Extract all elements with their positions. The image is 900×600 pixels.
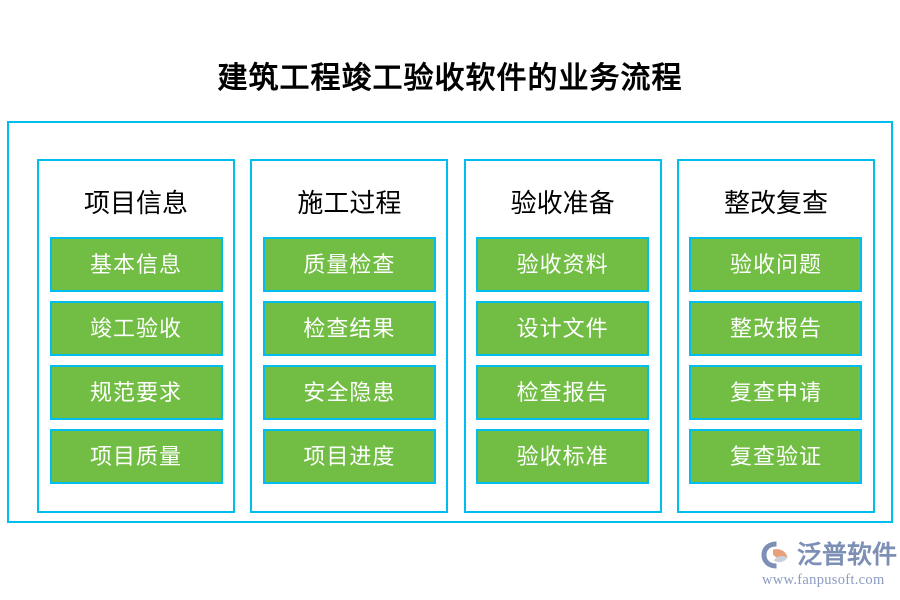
item-box[interactable]: 验收问题 <box>689 237 863 292</box>
item-box[interactable]: 验收标准 <box>476 429 650 484</box>
item-box[interactable]: 复查申请 <box>689 365 863 420</box>
column-items: 验收问题 整改报告 复查申请 复查验证 <box>679 237 873 484</box>
item-box[interactable]: 检查报告 <box>476 365 650 420</box>
page-title: 建筑工程竣工验收软件的业务流程 <box>217 62 683 95</box>
column-acceptance-preparation: 验收准备 验收资料 设计文件 检查报告 验收标准 <box>463 159 662 513</box>
logo-row: 泛普软件 <box>760 538 898 572</box>
logo-website-url: www.fanpusoft.com <box>762 572 885 588</box>
logo-wordmark: 泛普软件 <box>797 541 898 569</box>
item-box[interactable]: 竣工验收 <box>49 301 223 356</box>
item-box[interactable]: 检查结果 <box>262 301 436 356</box>
column-title: 项目信息 <box>83 189 188 218</box>
column-project-info: 项目信息 基本信息 竣工验收 规范要求 项目质量 <box>37 159 235 513</box>
item-box[interactable]: 安全隐患 <box>262 365 436 420</box>
item-box[interactable]: 质量检查 <box>262 237 436 292</box>
item-box[interactable]: 设计文件 <box>476 301 650 356</box>
brand-logo: 泛普软件 www.fanpusoft.com <box>760 538 898 590</box>
item-box[interactable]: 验收资料 <box>476 237 650 292</box>
column-items: 基本信息 竣工验收 规范要求 项目质量 <box>39 237 233 484</box>
item-box[interactable]: 项目进度 <box>262 429 436 484</box>
column-title: 验收准备 <box>510 189 615 218</box>
item-box[interactable]: 规范要求 <box>49 365 223 420</box>
column-items: 质量检查 检查结果 安全隐患 项目进度 <box>252 237 446 484</box>
diagram-outer-frame: 项目信息 基本信息 竣工验收 规范要求 项目质量 施工过程 质量检查 检查结果 … <box>7 121 893 523</box>
columns-container: 项目信息 基本信息 竣工验收 规范要求 项目质量 施工过程 质量检查 检查结果 … <box>37 159 875 513</box>
item-box[interactable]: 基本信息 <box>49 237 223 292</box>
fanpu-swirl-icon <box>760 540 794 570</box>
column-title: 整改复查 <box>723 189 828 218</box>
column-rectification-review: 整改复查 验收问题 整改报告 复查申请 复查验证 <box>676 159 875 513</box>
column-title: 施工过程 <box>297 189 402 218</box>
column-items: 验收资料 设计文件 检查报告 验收标准 <box>466 237 660 484</box>
item-box[interactable]: 项目质量 <box>49 429 223 484</box>
item-box[interactable]: 整改报告 <box>689 301 863 356</box>
column-construction-process: 施工过程 质量检查 检查结果 安全隐患 项目进度 <box>250 159 449 513</box>
item-box[interactable]: 复查验证 <box>689 429 863 484</box>
